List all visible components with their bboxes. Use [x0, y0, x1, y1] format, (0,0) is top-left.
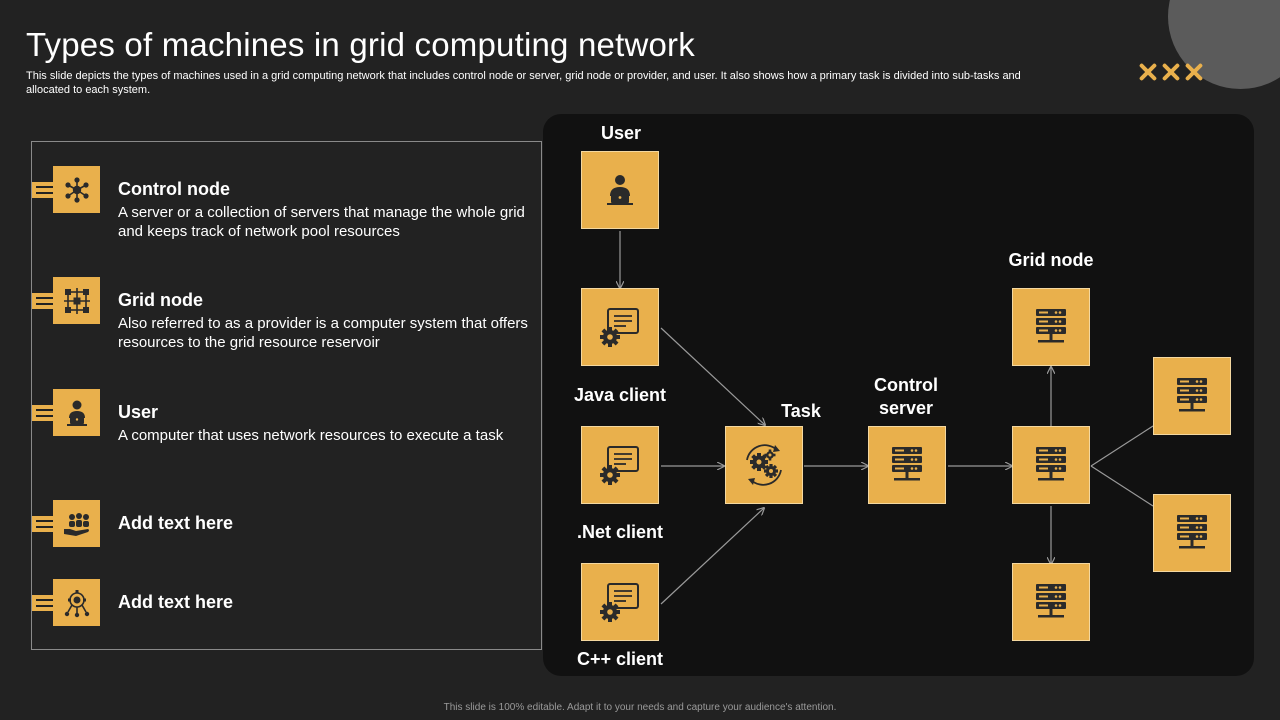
- label-control-server: Control server: [856, 374, 956, 420]
- slide-subtitle: This slide depicts the types of machines…: [26, 70, 1021, 96]
- server-rack-icon: [1177, 378, 1207, 412]
- cross-icon: [1184, 62, 1204, 82]
- label-task: Task: [781, 401, 821, 421]
- server-rack-icon: [1036, 447, 1066, 481]
- arrow-cpp-client-to-task: [660, 508, 764, 605]
- item-title: Grid node: [118, 290, 203, 310]
- diagram-arrows: [543, 231, 1154, 605]
- people-hand-icon: [53, 500, 100, 547]
- label-cpp-client: C++ client: [576, 649, 664, 669]
- line-grid-node-to-lower-right: [1090, 465, 1154, 507]
- decorative-crosses: [1138, 62, 1204, 82]
- server-rack-icon: [892, 447, 922, 481]
- machine-types-list: Control node A server or a collection of…: [31, 141, 542, 650]
- node-cpp-client: [581, 563, 659, 641]
- cross-icon: [1161, 62, 1181, 82]
- user-laptop-icon: [53, 389, 100, 436]
- connector: [32, 405, 58, 421]
- node-grid-lower-right: [1153, 494, 1231, 572]
- node-java-client: [581, 288, 659, 366]
- label-control-server-line1: Control: [874, 375, 938, 395]
- grid-node-icon: [53, 277, 100, 324]
- connector: [32, 293, 58, 309]
- monitor-gear-icon: [600, 446, 639, 485]
- network-hub-icon: [53, 166, 100, 213]
- connector: [32, 595, 58, 611]
- slide-footer: This slide is 100% editable. Adapt it to…: [443, 702, 837, 713]
- monitor-gear-icon: [600, 583, 639, 622]
- user-laptop-icon: [607, 175, 633, 205]
- node-grid-upper-right: [1153, 357, 1231, 435]
- arrow-java-client-to-task: [660, 327, 765, 425]
- label-control-server-line2: server: [878, 398, 934, 418]
- label-java-client: Java client: [573, 385, 667, 405]
- gear-network-icon: [53, 579, 100, 626]
- item-title: Add text here: [118, 513, 234, 533]
- item-title: Control node: [118, 179, 230, 199]
- slide-title: Types of machines in grid computing netw…: [26, 26, 695, 63]
- node-grid-bottom: [1012, 563, 1090, 641]
- node-net-client: [581, 426, 659, 504]
- node-grid-center: [1012, 426, 1090, 504]
- label-grid-node: Grid node: [1008, 250, 1094, 270]
- line-grid-node-to-upper-right: [1090, 425, 1154, 467]
- node-user: [581, 151, 659, 229]
- server-rack-icon: [1177, 515, 1207, 549]
- item-description: A computer that uses network resources t…: [118, 427, 504, 444]
- item-description: Also referred to as a provider is a comp…: [118, 315, 528, 351]
- node-grid-top: [1012, 288, 1090, 366]
- item-title: User: [118, 402, 159, 422]
- monitor-gear-icon: [600, 308, 639, 347]
- server-rack-icon: [1036, 584, 1066, 618]
- grid-network-diagram: User Java client .Net client C++ client …: [543, 114, 1254, 676]
- connector: [32, 182, 58, 198]
- item-title: Add text here: [118, 592, 234, 612]
- node-task: [725, 426, 803, 504]
- connector: [32, 516, 58, 532]
- label-net-client: .Net client: [576, 522, 664, 542]
- item-description: A server or a collection of servers that…: [118, 204, 525, 240]
- gears-cycle-icon: [746, 444, 782, 486]
- server-rack-icon: [1036, 309, 1066, 343]
- cross-icon: [1138, 62, 1158, 82]
- node-control-server: [868, 426, 946, 504]
- label-user: User: [600, 123, 642, 143]
